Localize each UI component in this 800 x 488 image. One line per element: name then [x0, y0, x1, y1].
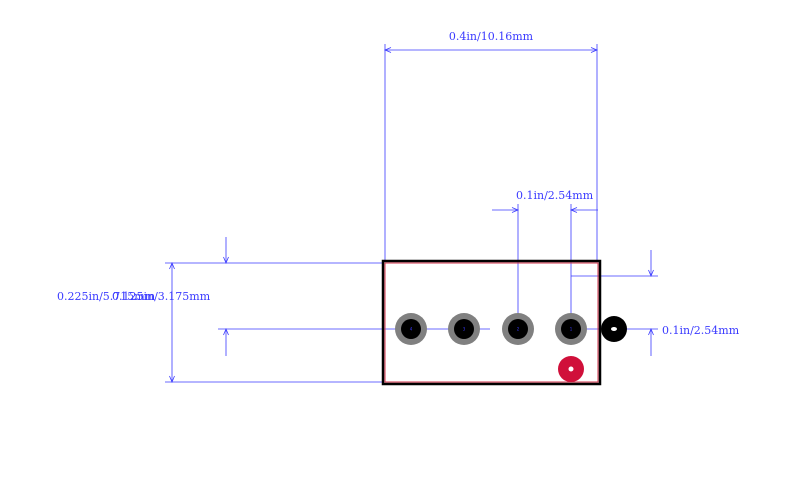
pin-pitch-top-dimension: 0.1in/2.54mm [492, 189, 598, 329]
pin-pitch-right-label: 0.1in/2.54mm [662, 324, 740, 337]
row-offset-arrow-top [223, 256, 229, 265]
orientation-marker-center [611, 327, 617, 331]
overall-height-label: 0.225in/5.715mm [57, 290, 156, 303]
overall-width-label: 0.4in/10.16mm [449, 30, 534, 43]
pin-pitch-top-arrow-right [569, 207, 578, 213]
pad-hole [561, 319, 581, 339]
component-outline [381, 259, 602, 386]
overall-height-arrow-bottom [169, 375, 175, 384]
pad-3: 3 [448, 313, 480, 345]
pad-hole [401, 319, 421, 339]
pad-number: 3 [463, 327, 466, 332]
pin1-marker-center [568, 366, 574, 372]
pad-hole [508, 319, 528, 339]
pad-hole [454, 319, 474, 339]
pin-pitch-right-arrow-bottom [648, 327, 654, 336]
overall-height-dimension: 0.225in/5.715mm [57, 261, 383, 384]
courtyard-outline [384, 262, 599, 383]
pad-number: 4 [410, 327, 413, 332]
pad-4: 4 [395, 313, 427, 345]
pad-number: 2 [517, 327, 520, 332]
pad-number: 1 [570, 327, 573, 332]
pin1-marker [558, 356, 584, 382]
orientation-marker [601, 316, 627, 342]
row-offset-label: 0.125in/3.175mm [112, 290, 211, 303]
pad-2: 2 [502, 313, 534, 345]
pin-pitch-top-label: 0.1in/2.54mm [516, 189, 594, 202]
overall-height-arrow-top [169, 261, 175, 270]
row-offset-arrow-bottom [223, 327, 229, 336]
pin-pitch-right-dimension: 0.1in/2.54mm [571, 250, 740, 356]
pin-pitch-top-arrow-left [511, 207, 520, 213]
overall-width-arrow-left [383, 47, 392, 53]
overall-width-dimension: 0.4in/10.16mm [383, 30, 599, 262]
row-offset-dimension: 0.125in/3.175mm [112, 237, 490, 356]
pad-1: 1 [555, 313, 587, 345]
pin-pitch-right-arrow-top [648, 269, 654, 278]
overall-width-arrow-right [590, 47, 599, 53]
